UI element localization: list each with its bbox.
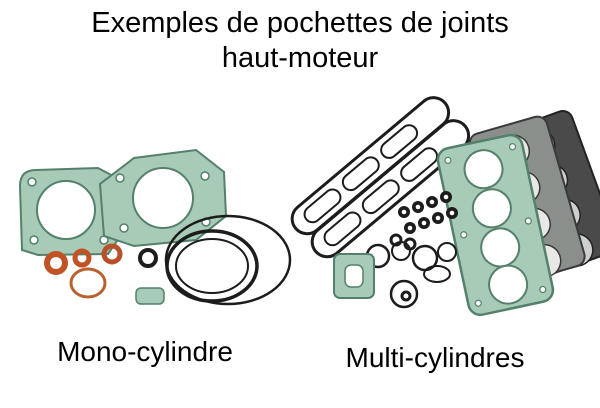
mono-small-teal-gasket <box>135 287 165 305</box>
multi-teal-head-gasket <box>436 133 555 317</box>
title-line-1: Exemples de pochettes de joints <box>91 7 509 39</box>
page-title: Exemples de pochettes de joints haut-mot… <box>0 6 600 76</box>
multi-small-teal-gasket <box>333 253 375 299</box>
mono-small-seal-ring <box>138 248 158 268</box>
label-multi-cylindres: Multi-cylindres <box>345 342 525 373</box>
mono-cylinder-gasket-set <box>18 148 292 306</box>
label-mono-cylindre: Mono-cylindre <box>57 336 233 367</box>
multi-valve-cover-gasket-2 <box>310 119 471 259</box>
multi-cylinder-gasket-set <box>290 96 600 317</box>
gasket-sets-illustration <box>18 96 600 317</box>
multi-valve-stem-seals <box>398 191 458 234</box>
mono-orange-orings <box>44 243 123 299</box>
multi-seal-ring <box>389 279 419 309</box>
title-line-2: haut-moteur <box>221 41 379 74</box>
mono-round-gaskets <box>164 214 292 306</box>
